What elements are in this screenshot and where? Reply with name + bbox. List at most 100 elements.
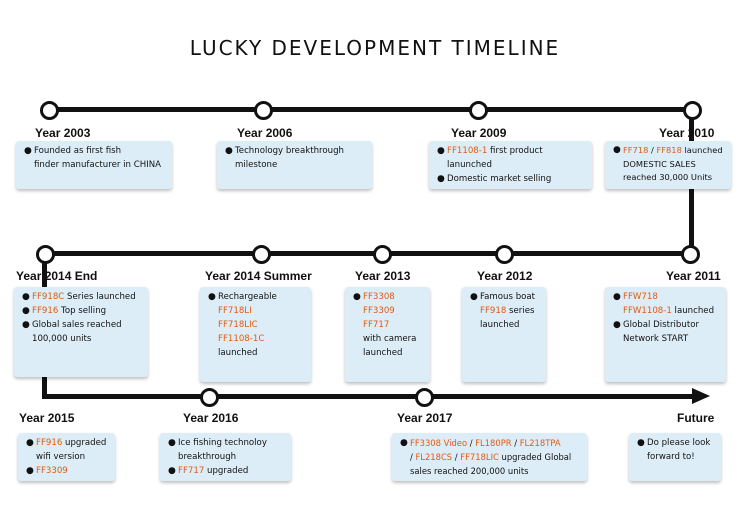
product-name: FL218CS — [415, 452, 453, 462]
info-text: / — [467, 438, 476, 448]
info-box-2014-summer: ●Rechargeable FF718LI FF718LIC FF1108-1C… — [200, 287, 311, 382]
info-box-2016: ●Ice fishing technoloy breakthrough ●FF7… — [160, 433, 291, 481]
info-text: / — [511, 438, 520, 448]
info-text: / — [648, 145, 657, 155]
info-box-future: ●Do please look forward to! — [629, 433, 721, 481]
info-text: DOMESTIC SALES — [623, 158, 696, 169]
info-text: with camera — [363, 334, 417, 344]
product-name: FL180PR — [475, 438, 512, 448]
year-label-2006: Year 2006 — [237, 126, 293, 140]
info-text: Network START — [623, 334, 689, 344]
info-box-2015: ●FF916 upgraded wifi version ●FF3309 — [18, 433, 115, 481]
product-name: FF718LIC — [460, 452, 499, 462]
product-name: FFW1108-1 — [623, 306, 672, 316]
info-text: forward to! — [647, 452, 695, 462]
info-box-2009: ●FF1108-1 first product lanunched ●Domes… — [429, 141, 592, 189]
node-2014-summer — [252, 245, 271, 264]
info-text: Global sales reached — [32, 320, 122, 330]
info-text: 100,000 units — [32, 334, 92, 344]
product-name: FF1108-1C — [218, 334, 265, 344]
info-box-2011: ●FFW718 FFW1108-1 launched ●Global Distr… — [605, 287, 726, 382]
info-text: launched — [218, 348, 258, 358]
info-text: reached 30,000 Units — [623, 172, 713, 182]
info-box-2010: ●FF718 / FF818 launched DOMESTIC SALES r… — [605, 141, 731, 189]
timeline-row1-line — [48, 107, 694, 112]
product-name: FF3309 — [36, 466, 68, 476]
year-label-2012: Year 2012 — [477, 269, 533, 283]
info-text: series — [506, 306, 535, 316]
info-text: first product lanunched — [447, 146, 543, 170]
info-box-2006: ●Technology breakthrough milestone — [217, 141, 372, 189]
timeline-row3-line — [44, 394, 694, 399]
product-name: FF916 — [32, 306, 59, 316]
year-label-future: Future — [677, 411, 715, 425]
info-text: Do please look — [647, 438, 711, 448]
info-text: launched — [681, 145, 723, 155]
year-label-2011: Year 2011 — [666, 269, 721, 283]
node-2016 — [200, 388, 219, 407]
product-name: FF3308 Video — [410, 438, 468, 448]
node-2003 — [40, 101, 59, 120]
node-2011 — [681, 245, 700, 264]
info-text: Global Distributor — [623, 320, 699, 330]
year-label-2010: Year 2010 — [659, 126, 715, 140]
info-text: launched — [671, 306, 715, 316]
product-name: FF717 — [178, 466, 205, 476]
product-name: FF1108-1 — [447, 146, 488, 156]
year-label-2017: Year 2017 — [397, 411, 453, 425]
timeline-row2-line — [44, 251, 692, 256]
product-name: FL218TPA — [519, 438, 561, 448]
info-text: Series launched — [64, 292, 136, 302]
year-label-2014-summer: Year 2014 Summer — [205, 269, 312, 283]
info-text: finder manufacturer in CHINA — [34, 160, 161, 170]
info-text: upgraded Global — [498, 452, 572, 462]
year-label-2009: Year 2009 — [451, 126, 507, 140]
info-text: upgraded — [204, 466, 249, 476]
info-text: Ice fishing technoloy — [178, 438, 267, 448]
info-text: launched — [480, 320, 520, 330]
node-2012 — [495, 245, 514, 264]
product-name: FF717 — [363, 320, 390, 330]
product-name: FF718 — [623, 145, 649, 155]
info-text: Famous boat — [480, 292, 536, 302]
info-text: Rechargeable — [218, 292, 277, 302]
info-box-2012: ●Famous boat FF918 series launched — [462, 287, 546, 382]
info-text: wifi version — [36, 452, 86, 462]
node-2010 — [683, 101, 702, 120]
product-name: FF3308 — [363, 292, 395, 302]
product-name: FF718LI — [218, 306, 252, 316]
info-box-2017: ●FF3308 Video / FL180PR / FL218TPA / FL2… — [392, 433, 587, 481]
info-box-2013: ●FF3308 FF3309 FF717 with camera launche… — [345, 287, 430, 382]
info-box-2014-end: ●FF918C Series launched ●FF916 Top selli… — [14, 287, 148, 377]
timeline-arrow-head — [692, 388, 710, 404]
info-box-2003: ●Founded as first fish finder manufactur… — [16, 141, 172, 189]
product-name: FF918C — [32, 292, 65, 302]
node-2013 — [373, 245, 392, 264]
info-text: Domestic market selling — [447, 174, 552, 184]
info-text: Technology breakthrough — [235, 146, 344, 156]
product-name: FF818 — [656, 145, 682, 155]
node-2006 — [254, 101, 273, 120]
product-name: FF916 — [36, 438, 63, 448]
year-label-2016: Year 2016 — [183, 411, 239, 425]
year-label-2014-end: Year 2014 End — [16, 269, 98, 283]
page-title: LUCKY DEVELOPMENT TIMELINE — [189, 36, 561, 60]
info-text: Founded as first fish — [34, 146, 122, 156]
product-name: FFW718 — [623, 292, 658, 302]
info-text: / — [452, 452, 461, 462]
node-2009 — [469, 101, 488, 120]
year-label-2015: Year 2015 — [19, 411, 75, 425]
info-text: milestone — [235, 160, 278, 170]
product-name: FF918 — [480, 306, 507, 316]
node-2017 — [415, 388, 434, 407]
product-name: FF3309 — [363, 306, 395, 316]
info-text: Top selling — [58, 306, 107, 316]
info-text: breakthrough — [178, 452, 237, 462]
info-text: / — [410, 452, 416, 462]
info-text: launched — [363, 348, 403, 358]
info-text: upgraded — [62, 438, 107, 448]
info-text: sales reached 200,000 units — [410, 466, 529, 476]
node-2014-end — [36, 245, 55, 264]
product-name: FF718LIC — [218, 320, 258, 330]
year-label-2003: Year 2003 — [35, 126, 91, 140]
